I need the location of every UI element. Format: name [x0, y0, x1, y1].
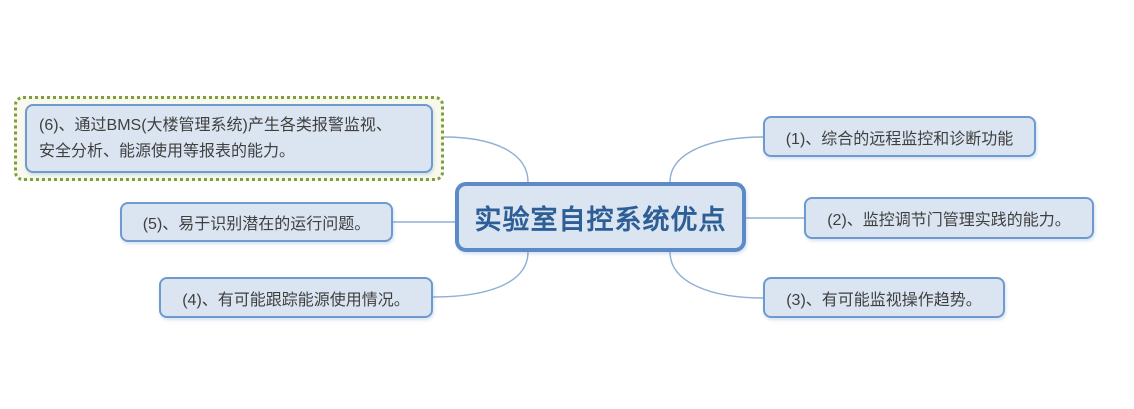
branch-node-6[interactable]: (6)、通过BMS(大楼管理系统)产生各类报警监视、 安全分析、能源使用等报表的… [25, 104, 433, 173]
branch-node-4[interactable]: (4)、有可能跟踪能源使用情况。 [159, 277, 433, 318]
connector-branch-1 [669, 136, 764, 183]
connector-branch-4 [432, 251, 529, 298]
selection-frame: (6)、通过BMS(大楼管理系统)产生各类报警监视、 安全分析、能源使用等报表的… [14, 96, 444, 181]
branch-label-2: (2)、监控调节门管理实践的能力。 [827, 212, 1071, 229]
branch-label-5: (5)、易于识别潜在的运行问题。 [142, 216, 371, 233]
branch-label-3: (3)、有可能监视操作趋势。 [786, 291, 982, 309]
branch-label-4: (4)、有可能跟踪能源使用情况。 [182, 291, 410, 309]
connector-branch-6 [443, 136, 529, 183]
central-topic-node[interactable]: 实验室自控系统优点 [455, 182, 746, 252]
branch-node-5[interactable]: (5)、易于识别潜在的运行问题。 [120, 202, 393, 242]
branch-node-2[interactable]: (2)、监控调节门管理实践的能力。 [804, 197, 1094, 239]
central-topic-label: 实验室自控系统优点 [474, 204, 727, 235]
branch-node-3[interactable]: (3)、有可能监视操作趋势。 [763, 277, 1005, 318]
connector-branch-3 [669, 251, 764, 299]
branch-node-1[interactable]: (1)、综合的远程监控和诊断功能 [763, 116, 1036, 157]
branch-label-1: (1)、综合的远程监控和诊断功能 [785, 130, 1014, 148]
branch-label-6: (6)、通过BMS(大楼管理系统)产生各类报警监视、 安全分析、能源使用等报表的… [39, 116, 392, 160]
